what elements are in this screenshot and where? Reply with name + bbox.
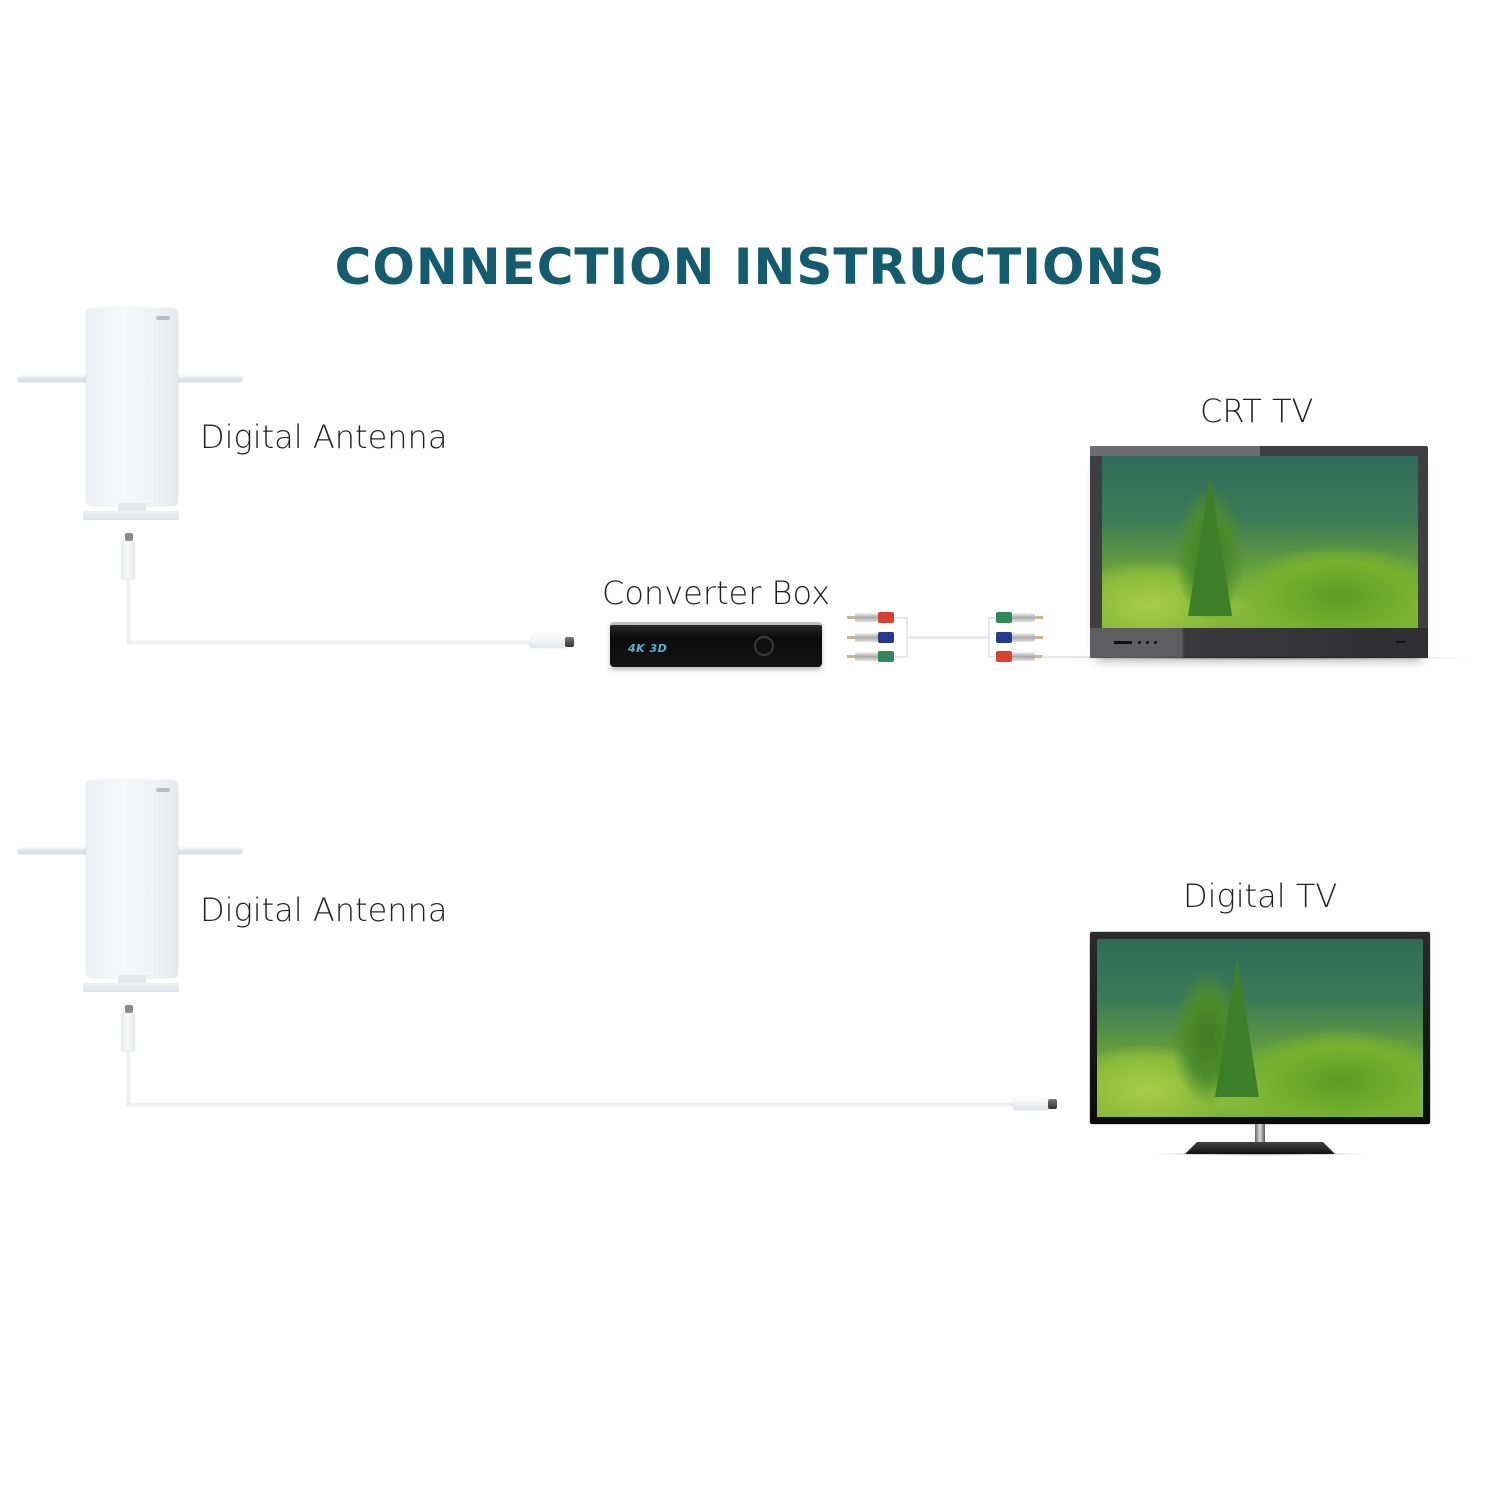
converter-badge: 4K 3D — [628, 642, 668, 655]
page-title: CONNECTION INSTRUCTIONS — [334, 238, 1166, 296]
coax-cable — [127, 578, 130, 644]
digital-tv-icon — [1090, 932, 1430, 1124]
converter-label: Converter Box — [602, 574, 831, 612]
tv-screen — [1097, 939, 1423, 1117]
coax-plug-icon — [1013, 1098, 1057, 1110]
tv-screen — [1102, 456, 1418, 632]
antenna-icon — [17, 780, 247, 1000]
brand-logo-icon — [156, 788, 170, 792]
coax-plug-icon — [530, 636, 574, 648]
crt-tv-icon — [1090, 446, 1428, 658]
antenna-icon — [17, 308, 247, 528]
coax-connector-icon — [121, 533, 135, 580]
coax-connector-icon — [121, 1005, 135, 1052]
coax-cable — [127, 1050, 130, 1106]
crt-tv-label: CRT TV — [1200, 392, 1314, 430]
antenna-label: Digital Antenna — [200, 418, 448, 456]
brand-logo-icon — [156, 316, 170, 320]
tv-stand-icon — [1255, 1124, 1265, 1144]
tv-stand-base-icon — [1185, 1142, 1335, 1154]
coax-cable — [127, 1103, 1017, 1106]
digital-tv-label: Digital TV — [1183, 877, 1338, 915]
coax-cable — [127, 641, 532, 644]
power-button-icon — [754, 636, 774, 656]
converter-box-icon: 4K 3D — [610, 622, 822, 667]
antenna-label: Digital Antenna — [200, 891, 448, 929]
